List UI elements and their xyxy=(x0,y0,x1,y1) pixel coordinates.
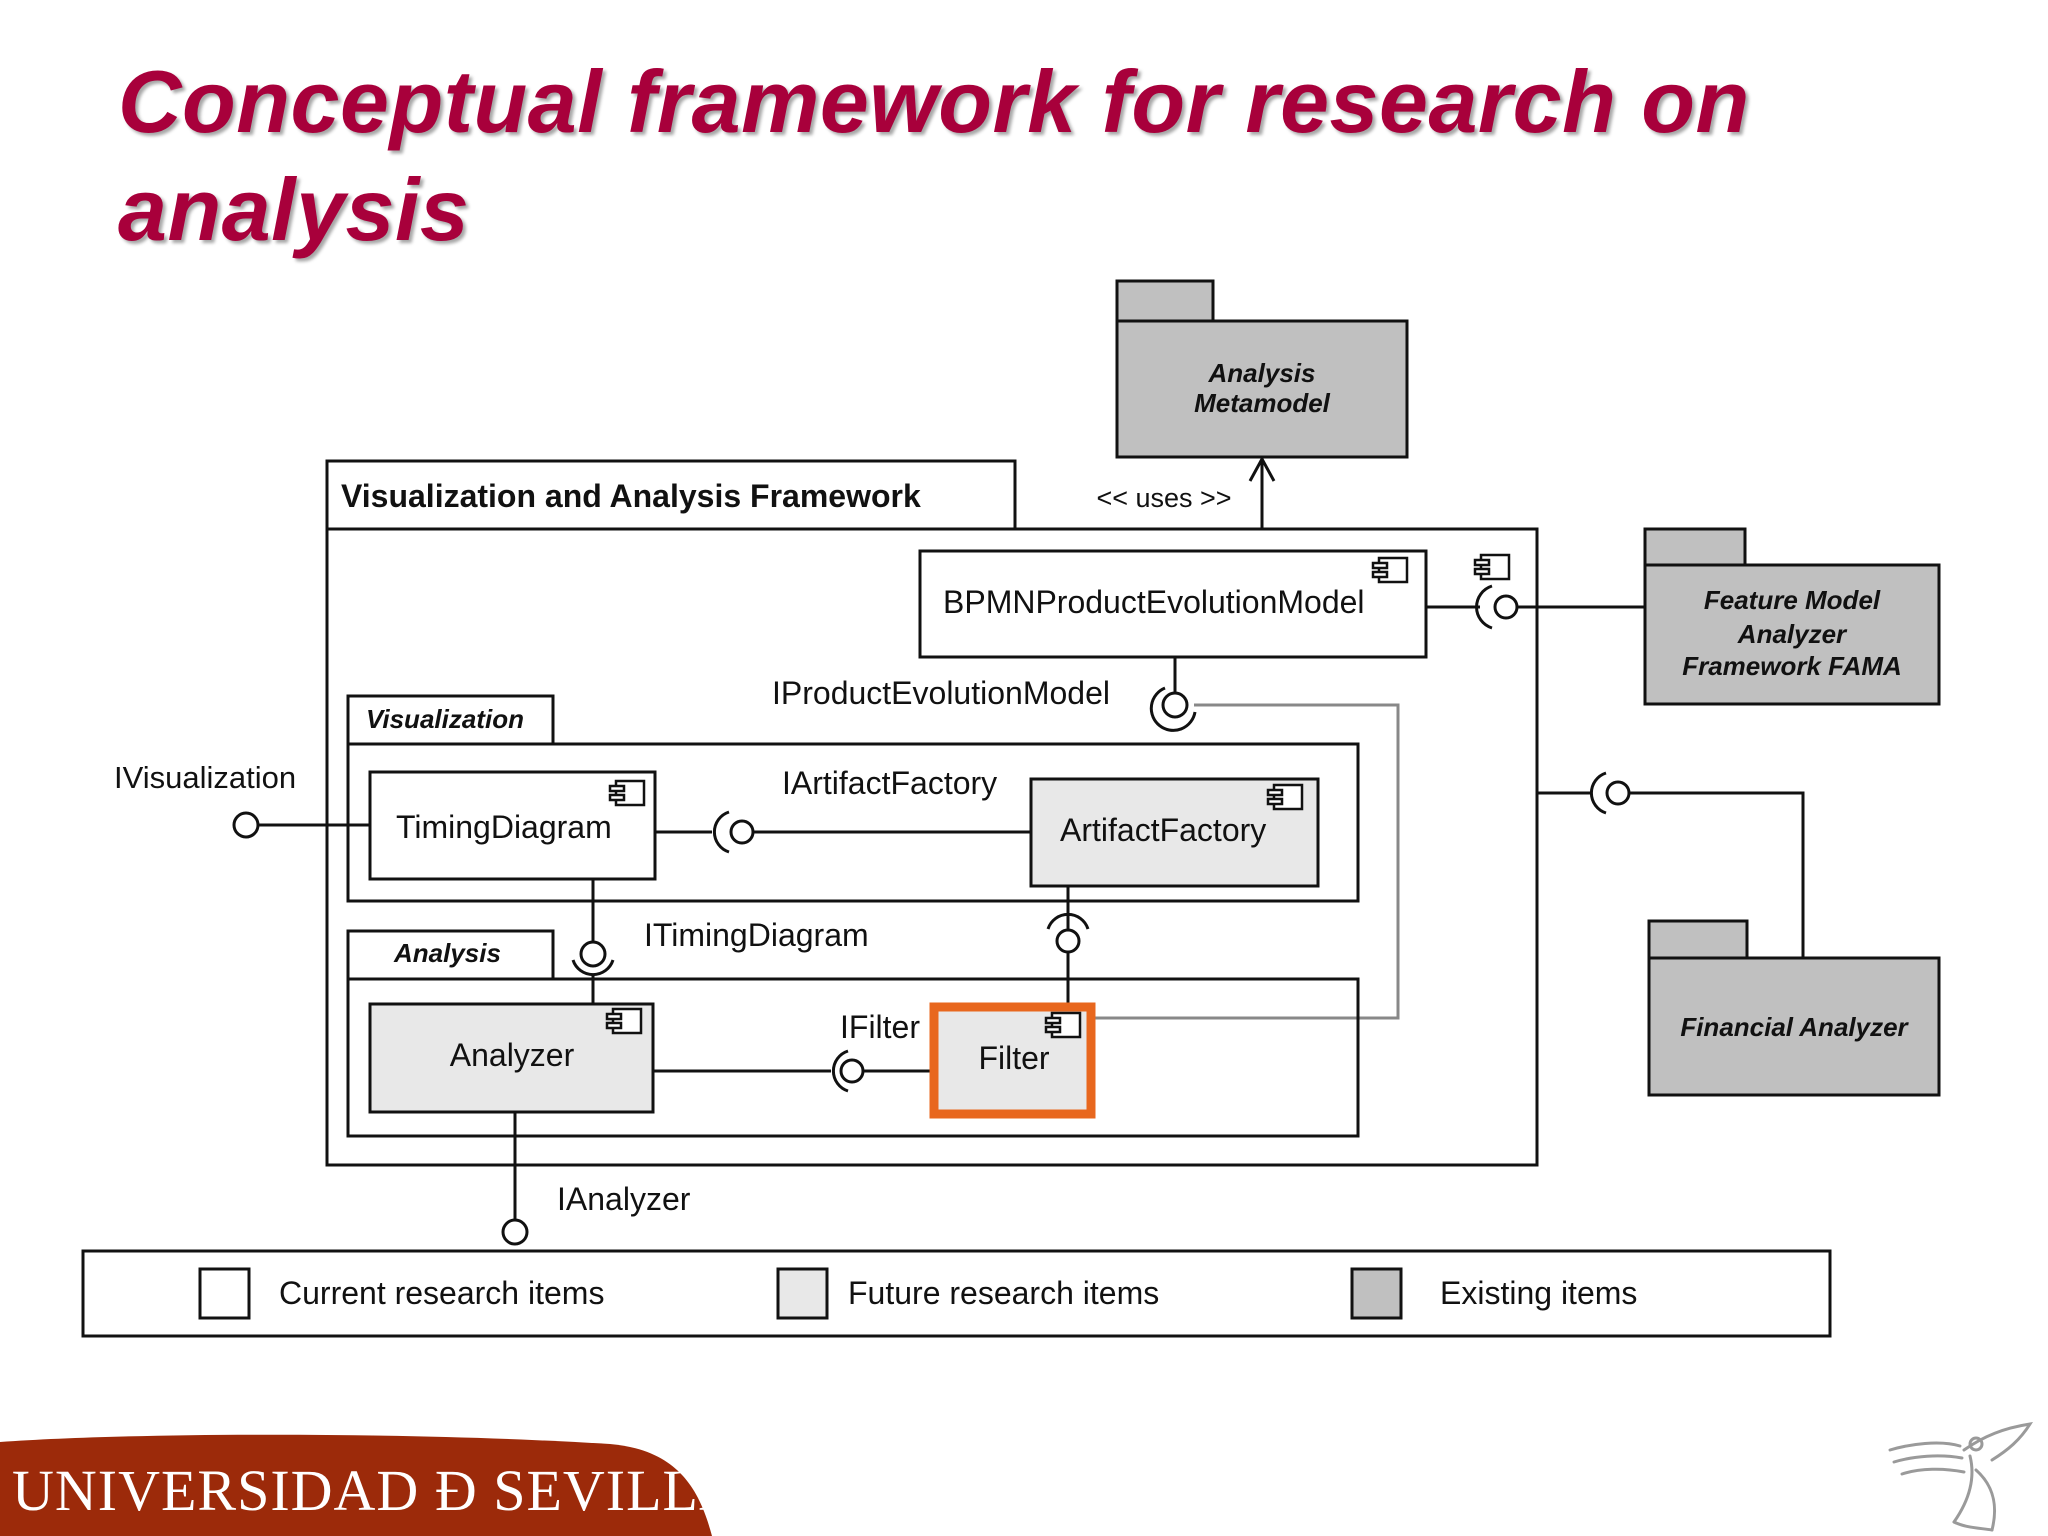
university-emblem-icon xyxy=(1888,1422,2034,1532)
timing-diagram-interface xyxy=(571,879,615,1004)
framework-component-icon xyxy=(1473,553,1511,581)
filter-component-label: Filter xyxy=(978,1040,1049,1076)
analysis-metamodel-package: Analysis Metamodel xyxy=(1115,279,1409,459)
timing-diagram-interface-label: ITimingDiagram xyxy=(644,917,869,953)
analyzer-interface xyxy=(501,1112,529,1246)
analysis-metamodel-label-1: Analysis xyxy=(1208,358,1316,388)
artifact-factory-interface xyxy=(655,810,1031,854)
visualization-package: Visualization xyxy=(346,694,1360,903)
analyzer-component: Analyzer xyxy=(368,1002,655,1114)
product-evolution-interface xyxy=(1092,657,1400,1020)
legend-label-current: Current research items xyxy=(279,1275,604,1311)
framework-package: Visualization and Analysis Framework xyxy=(325,459,1539,1167)
legend-label-future: Future research items xyxy=(848,1275,1159,1311)
footer-band xyxy=(0,1434,712,1536)
analysis-package: Analysis xyxy=(346,929,1360,1138)
analysis-metamodel-label-2: Metamodel xyxy=(1194,388,1331,418)
bpmn-component-label: BPMNProductEvolutionModel xyxy=(943,584,1365,620)
visualization-interface-label: IVisualization xyxy=(114,760,296,795)
filter-component: Filter xyxy=(929,1002,1096,1119)
timing-diagram-component-label: TimingDiagram xyxy=(396,809,612,845)
artifact-factory-interface-label: IArtifactFactory xyxy=(782,765,997,801)
fama-label-3: Framework FAMA xyxy=(1682,651,1902,681)
university-name: UNIVERSIDAD Ð SEVILLA xyxy=(12,1458,742,1523)
uses-label: << uses >> xyxy=(1096,483,1231,513)
financial-analyzer-package: Financial Analyzer xyxy=(1647,919,1941,1097)
legend-swatch-current xyxy=(198,1267,251,1320)
artifact-factory-component: ArtifactFactory xyxy=(1029,777,1320,888)
fama-package: Feature Model Analyzer Framework FAMA xyxy=(1643,527,1941,706)
filter-interface-label: IFilter xyxy=(840,1009,920,1045)
legend: Current research items Future research i… xyxy=(81,1249,1832,1338)
filter-interface xyxy=(653,1049,931,1093)
artifact-to-filter-interface xyxy=(1046,886,1090,1004)
analyzer-component-label: Analyzer xyxy=(450,1037,575,1073)
timing-diagram-component: TimingDiagram xyxy=(368,770,657,881)
bpmn-component: BPMNProductEvolutionModel xyxy=(918,549,1428,659)
artifact-factory-component-label: ArtifactFactory xyxy=(1060,812,1266,848)
visualization-package-label: Visualization xyxy=(366,704,524,734)
framework-package-label: Visualization and Analysis Framework xyxy=(341,478,921,514)
product-evolution-interface-label: IProductEvolutionModel xyxy=(772,675,1110,711)
uses-dependency-arrow xyxy=(1248,455,1276,528)
component-diagram: Analysis Metamodel << uses >> Visualizat… xyxy=(81,279,1941,1338)
analysis-package-label: Analysis xyxy=(393,938,501,968)
slide-title: Conceptual framework for research on ana… xyxy=(118,52,1750,259)
fama-label-2: Analyzer xyxy=(1737,619,1848,649)
fama-label-1: Feature Model xyxy=(1704,585,1881,615)
legend-swatch-existing xyxy=(1350,1267,1403,1320)
fama-required-interface xyxy=(1426,584,1645,630)
legend-swatch-future xyxy=(776,1267,829,1320)
financial-analyzer-label: Financial Analyzer xyxy=(1680,1012,1909,1042)
analyzer-interface-label: IAnalyzer xyxy=(557,1181,691,1217)
legend-label-existing: Existing items xyxy=(1440,1275,1637,1311)
visualization-interface xyxy=(232,811,370,839)
financial-required-interface xyxy=(1537,771,1805,958)
